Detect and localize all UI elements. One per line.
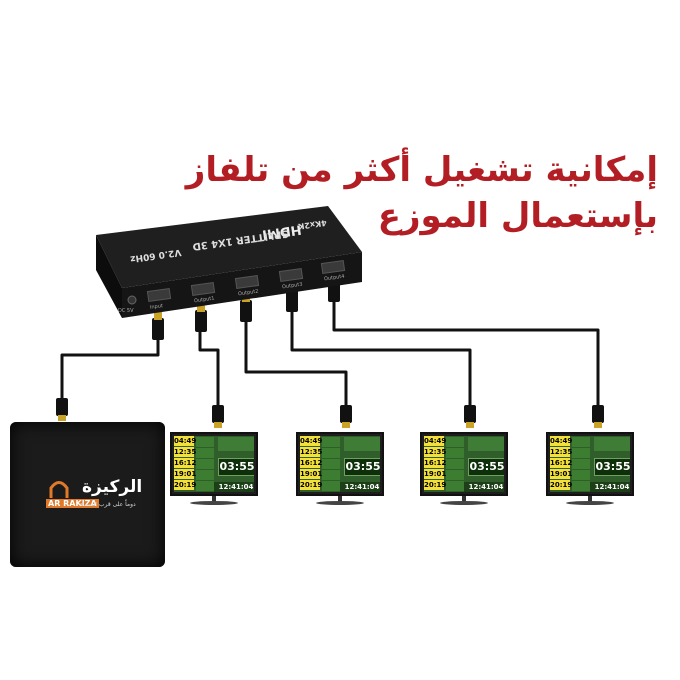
clock: 12:41:04 (590, 482, 630, 492)
headline-line1: إمكانية تشغيل أكثر من تلفاز (185, 150, 658, 190)
date-header (344, 437, 380, 451)
date-header (218, 437, 254, 451)
logo-english-text: AR RAKIZA (46, 499, 99, 508)
monitor-1: 04:49 12:35 16:12 19:01 20:19 03:55 12:4… (170, 432, 258, 512)
prayer-time: 12:35 (424, 447, 447, 457)
prayer-time: 12:35 (300, 447, 323, 457)
android-tv-box: الركيزة AR RAKIZA دوماً على قرب السماء (10, 422, 165, 567)
logo-arabic-text: الركيزة (82, 477, 143, 497)
countdown: 03:55 (344, 458, 380, 476)
clock: 12:41:04 (340, 482, 380, 492)
prayer-time: 19:01 (174, 469, 197, 479)
prayer-time: 16:12 (300, 458, 323, 468)
monitor-screen: 04:49 12:35 16:12 19:01 20:19 03:55 12:4… (420, 432, 508, 496)
monitor-3: 04:49 12:35 16:12 19:01 20:19 03:55 12:4… (420, 432, 508, 512)
prayer-time: 19:01 (300, 469, 323, 479)
prayer-time: 16:12 (174, 458, 197, 468)
monitor-screen: 04:49 12:35 16:12 19:01 20:19 03:55 12:4… (546, 432, 634, 496)
monitor-screen: 04:49 12:35 16:12 19:01 20:19 03:55 12:4… (296, 432, 384, 496)
prayer-time: 20:19 (424, 480, 447, 490)
prayer-time: 16:12 (550, 458, 573, 468)
prayer-time: 12:35 (174, 447, 197, 457)
prayer-time: 04:49 (174, 436, 197, 446)
countdown: 03:55 (594, 458, 630, 476)
prayer-time: 04:49 (424, 436, 447, 446)
monitor-stand (316, 501, 364, 505)
countdown: 03:55 (468, 458, 504, 476)
headline-line2: بإستعمال الموزع (377, 196, 658, 236)
monitor-stand (440, 501, 488, 505)
prayer-time: 04:49 (550, 436, 573, 446)
splitter-power-label: DC 5V (118, 308, 134, 314)
monitor-screen: 04:49 12:35 16:12 19:01 20:19 03:55 12:4… (170, 432, 258, 496)
prayer-time: 20:19 (174, 480, 197, 490)
mosque-arch-icon (49, 481, 69, 498)
prayer-time: 19:01 (424, 469, 447, 479)
prayer-time: 20:19 (550, 480, 573, 490)
prayer-time: 12:35 (550, 447, 573, 457)
monitor-2: 04:49 12:35 16:12 19:01 20:19 03:55 12:4… (296, 432, 384, 512)
monitor-stand (566, 501, 614, 505)
monitor-stand (190, 501, 238, 505)
prayer-time: 04:49 (300, 436, 323, 446)
clock: 12:41:04 (464, 482, 504, 492)
prayer-time: 16:12 (424, 458, 447, 468)
date-header (594, 437, 630, 451)
clock: 12:41:04 (214, 482, 254, 492)
date-header (468, 437, 504, 451)
ar-rakiza-logo: الركيزة AR RAKIZA دوماً على قرب السماء (40, 477, 143, 517)
logo-tagline: دوماً على قرب السماء (80, 501, 136, 508)
countdown: 03:55 (218, 458, 254, 476)
prayer-time: 20:19 (300, 480, 323, 490)
monitor-4: 04:49 12:35 16:12 19:01 20:19 03:55 12:4… (546, 432, 634, 512)
prayer-time: 19:01 (550, 469, 573, 479)
